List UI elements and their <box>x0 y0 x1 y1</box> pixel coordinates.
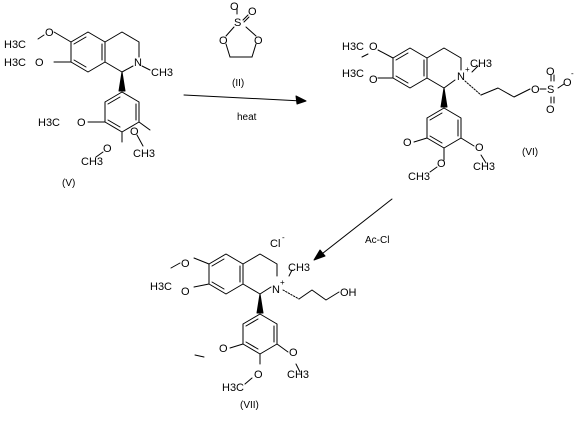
compound-v-ome7-h3c: H3C <box>4 57 26 69</box>
compound-vi-label: (VI) <box>522 147 538 158</box>
compound-vii-ome6-o: O <box>181 258 190 270</box>
compound-v-label: (V) <box>62 178 75 189</box>
compound-v-ar-ome3-h3c: H3C <box>38 117 60 129</box>
reagent-ii-o-top-left: O <box>230 1 239 13</box>
reagent-ii-sulfur: S <box>234 17 241 29</box>
compound-vii-ar-ome4-h3c: H3C <box>222 382 244 394</box>
compound-vi-ar-ome4-ch3: CH3 <box>408 171 430 183</box>
compound-vii-n-methyl: CH3 <box>288 262 310 274</box>
step1-condition: heat <box>237 112 257 123</box>
compound-vi-o-link: O <box>531 84 540 96</box>
reagent-ii: S O O O O (II) <box>219 1 263 89</box>
compound-v-ar-ome5-o: O <box>130 126 139 138</box>
compound-vii-ome7-h3c: H3C <box>150 281 172 293</box>
compound-vii-counterion: Cl <box>270 238 280 250</box>
compound-vii: Cl - O H3C O N + CH3 OH O O H3C O CH3 (V… <box>150 233 357 411</box>
compound-vii-label: (VII) <box>240 400 259 411</box>
compound-v-n-methyl: CH3 <box>151 67 173 79</box>
reagent-ii-o-top-right: O <box>248 6 257 18</box>
compound-v-bonds <box>37 31 151 158</box>
compound-vi-o-minus: O <box>563 77 572 89</box>
compound-vi-n-methyl: CH3 <box>470 58 492 70</box>
compound-vi-o-minus-charge: - <box>571 69 574 78</box>
compound-vii-bonds <box>170 253 340 385</box>
reaction-arrow-step1: heat <box>183 94 307 123</box>
compound-vii-hydroxyl: OH <box>340 287 357 299</box>
reaction-arrow-step2: Ac-Cl <box>313 198 393 261</box>
compound-vii-ar-ome5-ch3: CH3 <box>287 369 309 381</box>
reagent-ii-o-ring-left: O <box>219 35 228 47</box>
step2-condition: Ac-Cl <box>365 235 389 246</box>
compound-vi-nitrogen: N <box>457 71 465 83</box>
compound-vi-ome6-o: O <box>369 41 378 53</box>
compound-v-ar-ome5-ch3: CH3 <box>133 148 155 160</box>
compound-v-ar-ome4-o: O <box>103 143 112 155</box>
compound-v-ome6-o: O <box>45 27 54 39</box>
compound-vii-ar-ome4-o: O <box>254 369 263 381</box>
compound-v-nitrogen: N <box>134 57 142 69</box>
reagent-ii-o-ring-right: O <box>254 35 263 47</box>
compound-vi-ar-ome5-o: O <box>475 142 484 154</box>
compound-v-ome7-o: O <box>35 57 44 69</box>
compound-v-ar-ome4-ch3: CH3 <box>81 156 103 168</box>
compound-v-ar-ome3-o: O <box>77 117 86 129</box>
compound-vi-bonds <box>361 47 565 173</box>
compound-vi-ar-ome3-o: O <box>403 137 412 149</box>
compound-vii-ome7-o: O <box>181 286 190 298</box>
compound-vi: H3C O H3C O N + CH3 O S O O O - O O CH3 … <box>342 41 574 183</box>
compound-vi-ome7-o: O <box>369 74 378 86</box>
compound-vi-ome6-h3c: H3C <box>342 41 364 53</box>
compound-vi-n-charge: + <box>465 65 470 74</box>
compound-vii-ar-ome3-o: O <box>219 343 228 355</box>
compound-vii-ar-ome5-o: O <box>289 347 298 359</box>
reagent-ii-bonds <box>225 7 257 58</box>
compound-vi-o-bottom: O <box>546 104 555 116</box>
compound-v-ome6-h3c: H3C <box>4 39 26 51</box>
compound-vi-ar-ome4-o: O <box>437 158 446 170</box>
compound-vi-sulfur: S <box>547 84 554 96</box>
reagent-ii-label: (II) <box>232 78 244 89</box>
compound-v: H3C O H3C O N CH3 H3C O O CH3 O CH3 (V) <box>4 27 173 189</box>
compound-vii-n-charge: + <box>280 278 285 287</box>
compound-vii-counterion-charge: - <box>282 233 285 242</box>
compound-vi-o-top: O <box>546 66 555 78</box>
compound-vi-ar-ome5-ch3: CH3 <box>473 161 495 173</box>
compound-vii-nitrogen: N <box>272 284 280 296</box>
compound-vi-ome7-h3c: H3C <box>342 68 364 80</box>
